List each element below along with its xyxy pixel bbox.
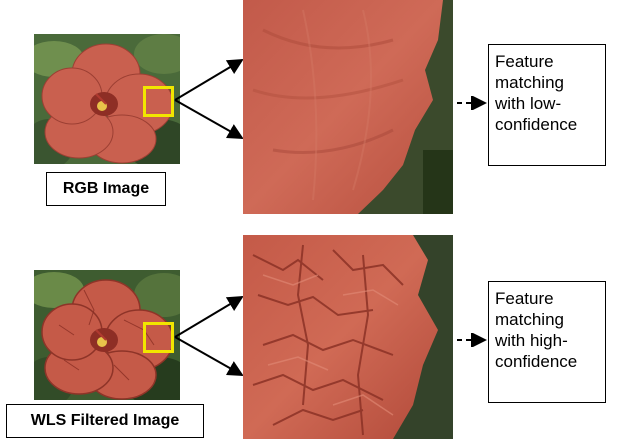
zoom-arrows-top [170, 55, 250, 145]
rgb-image-label: RGB Image [46, 172, 166, 206]
result-line: with low- [495, 93, 599, 114]
result-line: with high- [495, 330, 599, 351]
wls-filtered-image-label: WLS Filtered Image [6, 404, 204, 438]
result-line: confidence [495, 351, 599, 372]
result-line: Feature [495, 288, 599, 309]
result-line: Feature [495, 51, 599, 72]
result-line: matching [495, 72, 599, 93]
result-line: matching [495, 309, 599, 330]
low-confidence-result-box: Feature matching with low- confidence [488, 44, 606, 166]
wls-zoomed-patch [243, 235, 453, 439]
zoom-arrows-bottom [170, 292, 250, 382]
rgb-zoomed-patch [243, 0, 453, 214]
dashed-arrow-bottom [455, 333, 491, 347]
result-line: confidence [495, 114, 599, 135]
dashed-arrow-top [455, 96, 491, 110]
high-confidence-result-box: Feature matching with high- confidence [488, 281, 606, 403]
